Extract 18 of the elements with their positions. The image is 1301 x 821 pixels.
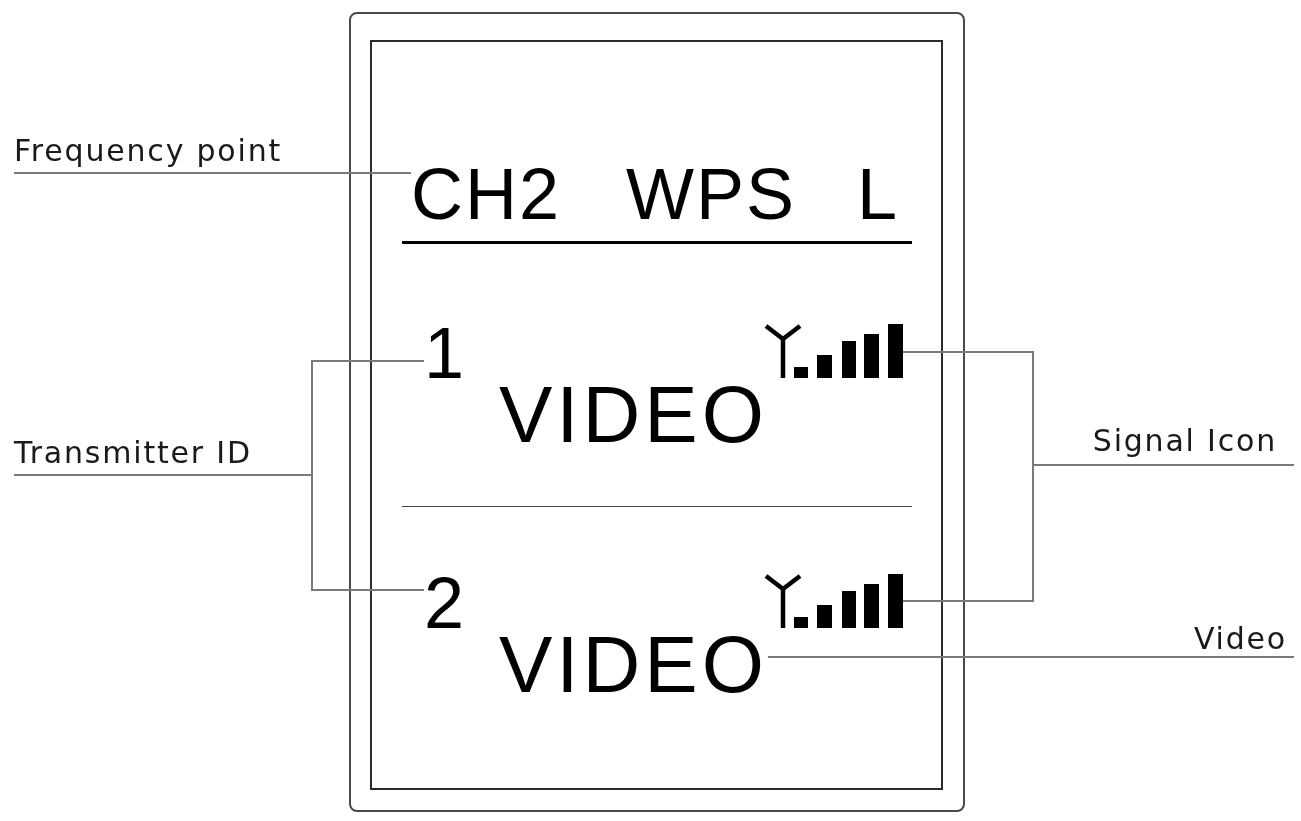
callout-label: Transmitter ID <box>14 436 252 475</box>
lcd-screen <box>349 12 965 812</box>
channel-number: 2 <box>424 566 465 639</box>
leader-line <box>766 656 1295 658</box>
screen-text: L <box>857 157 898 230</box>
leader-line <box>13 172 412 174</box>
screen-text: WPS <box>626 157 796 230</box>
callout-label: Signal Icon <box>1092 424 1294 465</box>
channel-number: 1 <box>424 316 465 389</box>
signal-strength-icon <box>763 324 903 378</box>
callout-label: Video <box>1193 622 1294 657</box>
screen-text: VIDEO <box>499 624 768 705</box>
leader-line <box>902 464 1295 602</box>
screen-text: CH2 <box>411 157 562 230</box>
callout-label: Frequency point <box>14 134 283 173</box>
leader-line <box>13 474 425 591</box>
screen-text: VIDEO <box>499 374 768 455</box>
signal-strength-icon <box>763 574 903 628</box>
